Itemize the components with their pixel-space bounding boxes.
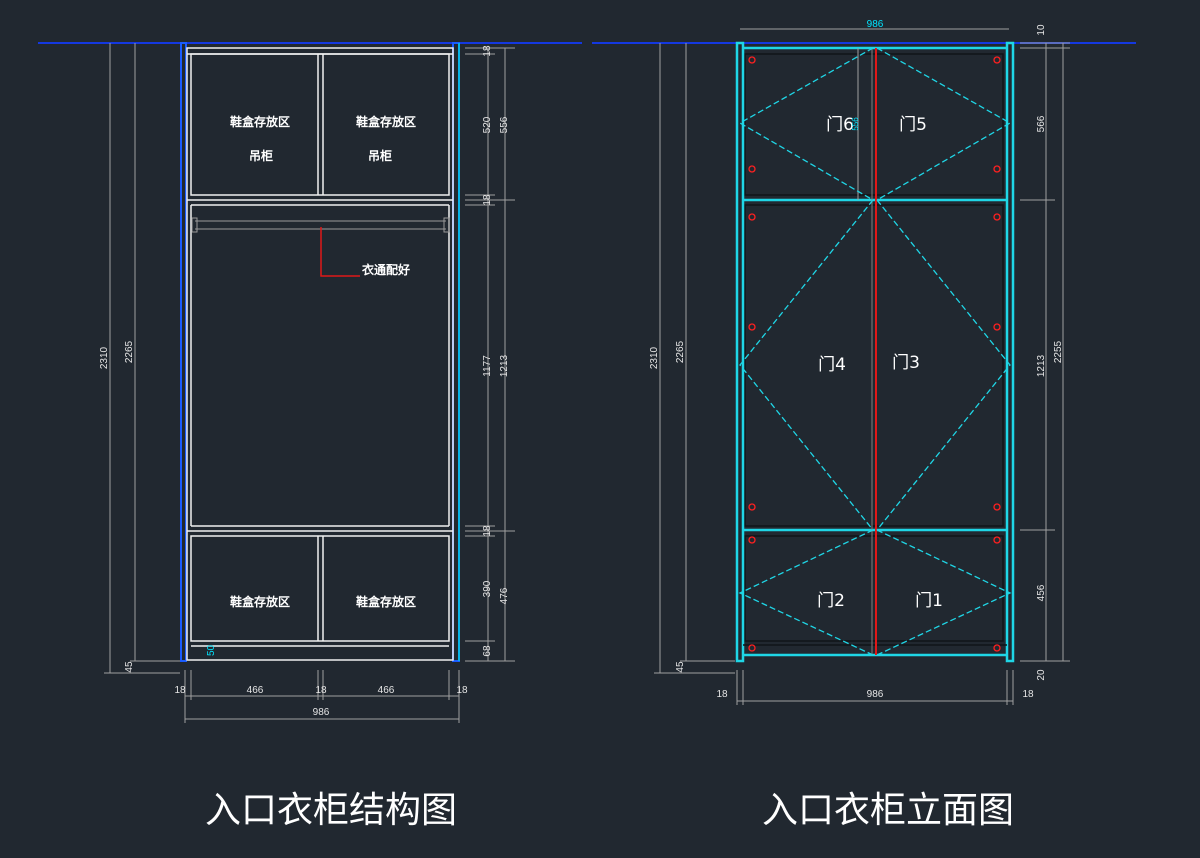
dim: 10 xyxy=(1036,24,1047,36)
door-label-6: 门6 xyxy=(826,115,854,135)
dim: 2310 xyxy=(649,346,660,369)
dim: 520 xyxy=(482,116,493,133)
label-shoe-box-area: 鞋盒存放区 xyxy=(356,594,416,609)
dim: 1213 xyxy=(1036,354,1047,377)
dim: 68 xyxy=(482,645,493,657)
structure-labels: 鞋盒存放区 鞋盒存放区 吊柜 吊柜 衣通配好 鞋盒存放区 鞋盒存放区 50 xyxy=(206,114,416,656)
dim: 986 xyxy=(867,689,884,700)
label-shoe-box-area: 鞋盒存放区 xyxy=(230,594,290,609)
dim: 2255 xyxy=(1053,340,1064,363)
label-rail-note: 衣通配好 xyxy=(362,262,410,277)
dim: 466 xyxy=(378,685,395,696)
elevation-labels: 门6 门5 门4 门3 门2 门1 556 986 10 566 1213 22… xyxy=(649,19,1064,700)
dim: 20 xyxy=(1036,669,1047,681)
dim: 45 xyxy=(124,661,135,673)
door-label-5: 门5 xyxy=(899,115,927,135)
elevation-drawing xyxy=(654,28,1070,705)
dim: 2310 xyxy=(99,346,110,369)
label-wall-cabinet: 吊柜 xyxy=(368,148,392,163)
label-shoe-box-area: 鞋盒存放区 xyxy=(356,114,416,129)
dim: 18 xyxy=(174,685,186,696)
dim: 566 xyxy=(1036,115,1047,132)
dim: 18 xyxy=(1022,689,1034,700)
dim: 18 xyxy=(315,685,327,696)
label-shoe-box-area: 鞋盒存放区 xyxy=(230,114,290,129)
structure-title: 入口衣柜结构图 xyxy=(205,790,457,831)
door-label-2: 门2 xyxy=(817,591,845,611)
dim: 18 xyxy=(456,685,468,696)
elevation-title: 入口衣柜立面图 xyxy=(762,790,1014,831)
dim: 556 xyxy=(499,116,510,133)
dim: 18 xyxy=(482,525,493,537)
label-wall-cabinet: 吊柜 xyxy=(249,148,273,163)
dim: 476 xyxy=(499,587,510,604)
dim: 45 xyxy=(675,661,686,673)
dim: 18 xyxy=(482,194,493,206)
dim: 1213 xyxy=(499,354,510,377)
door-label-4: 门4 xyxy=(818,355,846,375)
dim: 986 xyxy=(313,707,330,718)
dim: 466 xyxy=(247,685,264,696)
door-label-3: 门3 xyxy=(892,353,920,373)
dim: 18 xyxy=(716,689,728,700)
structure-dimensions: 18 520 556 18 1177 1213 18 390 476 68 23… xyxy=(99,45,510,718)
dim: 390 xyxy=(482,580,493,597)
hinge-markers xyxy=(748,56,1001,652)
dim: 2265 xyxy=(675,340,686,363)
small-mark: 556 xyxy=(851,117,860,131)
dim: 456 xyxy=(1036,584,1047,601)
dim: 18 xyxy=(482,45,493,57)
small-mark: 50 xyxy=(206,644,217,656)
dim: 2265 xyxy=(124,340,135,363)
door-label-1: 门1 xyxy=(915,591,943,611)
structure-drawing xyxy=(104,42,515,723)
dim: 1177 xyxy=(482,355,493,377)
dim: 986 xyxy=(867,19,884,30)
